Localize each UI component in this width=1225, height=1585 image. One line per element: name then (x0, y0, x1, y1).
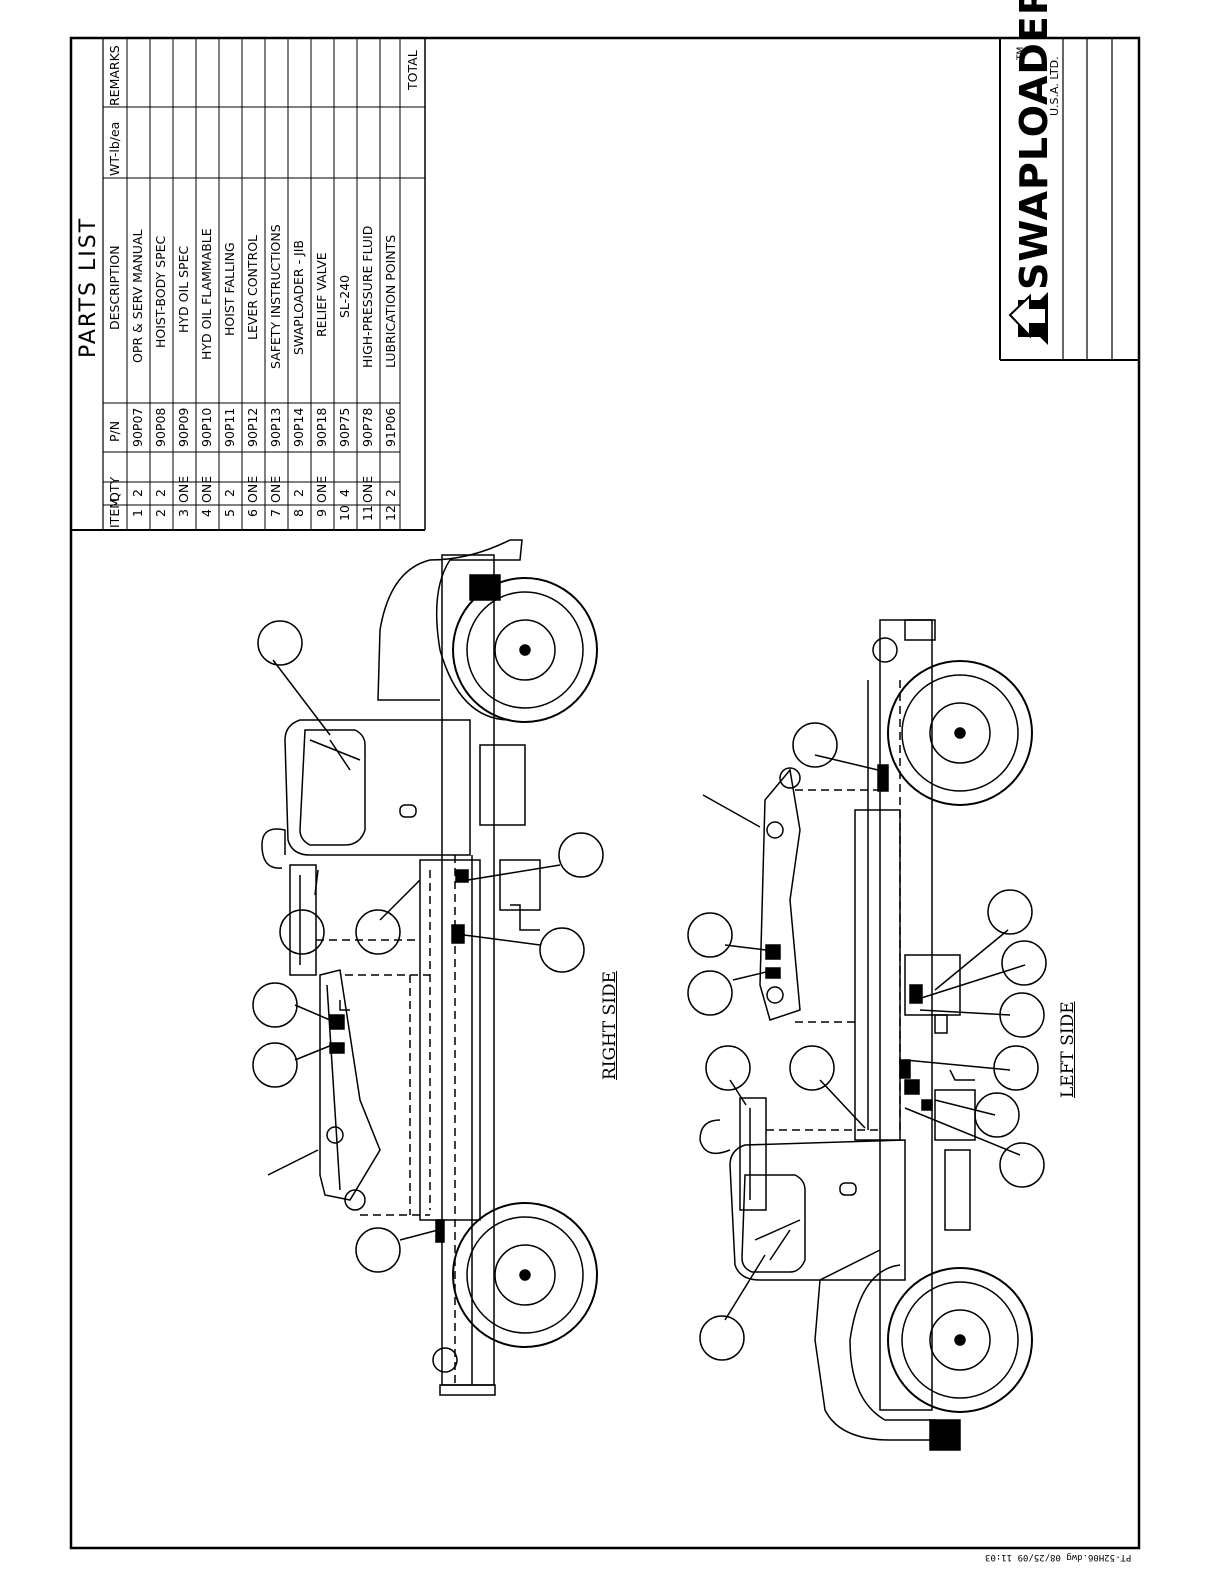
header-weight: WT-lb/ea (107, 121, 122, 176)
row-pn: 90P75 (337, 407, 352, 447)
row-description: SWAPLOADER - JIB (291, 239, 306, 355)
row-qty: 2 (153, 489, 168, 497)
row-item: 1 (130, 509, 145, 517)
row-pn: 90P14 (291, 407, 306, 447)
row-description: HYD OIL FLAMMABLE (199, 228, 214, 360)
row-qty: 4 (337, 489, 352, 497)
file-label: PT-52H06.dwg 08/25/09 11:03 (985, 1552, 1132, 1562)
row-item: 4 (199, 509, 214, 517)
row-pn: 90P11 (222, 407, 237, 447)
row-qty: ONE (314, 475, 329, 503)
swaploader-logo-mark-icon (1008, 292, 1048, 345)
header-description: DESCRIPTION (107, 245, 122, 330)
row-description: HOIST FALLING (222, 242, 237, 336)
header-item: ITEM (107, 497, 122, 528)
row-item: 5 (222, 509, 237, 517)
row-qty: ONE (360, 475, 375, 503)
row-qty: 2 (383, 489, 398, 497)
swaploader-logo: SWAPLOADER (1012, 0, 1056, 290)
row-description: RELIEF VALVE (314, 252, 329, 337)
row-item: 8 (291, 509, 306, 517)
logo-trademark: TM (1016, 46, 1026, 60)
row-description: HIGH-PRESSURE FLUID (360, 225, 375, 368)
row-description: SAFETY INSTRUCTIONS (268, 224, 283, 369)
row-description: SL-240 (337, 274, 352, 318)
row-qty: ONE (245, 475, 260, 503)
row-item: 9 (314, 509, 329, 517)
row-qty: ONE (199, 475, 214, 503)
row-pn: 90P78 (360, 407, 375, 447)
row-item: 10 (337, 505, 352, 521)
row-qty: 2 (130, 489, 145, 497)
row-pn: 90P09 (176, 407, 191, 447)
row-item: 12 (383, 505, 398, 521)
header-pn: P/N (107, 420, 122, 442)
left-side-view-title: LEFT SIDE (1058, 1001, 1078, 1098)
row-description: HOIST-BODY SPEC (153, 235, 168, 348)
row-description: OPR & SERV MANUAL (130, 229, 145, 363)
row-qty: ONE (176, 475, 191, 503)
row-item: 6 (245, 509, 260, 517)
right-side-view-title: RIGHT SIDE (600, 970, 620, 1080)
row-item: 7 (268, 509, 283, 517)
row-item: 11 (360, 505, 375, 521)
row-pn: 90P10 (199, 407, 214, 447)
total-label: TOTAL (405, 50, 420, 90)
sheet-border (69, 36, 1141, 1550)
row-qty: ONE (268, 475, 283, 503)
parts-list-grid (71, 38, 426, 531)
row-description: HYD OIL SPEC (176, 245, 191, 333)
row-description: LEVER CONTROL (245, 234, 260, 340)
row-pn: 90P08 (153, 407, 168, 447)
parts-list-title: PARTS LIST (76, 216, 101, 358)
row-pn: 90P07 (130, 407, 145, 447)
right-side-truck-drawing (252, 539, 604, 1396)
left-side-truck-drawing (687, 619, 1047, 1451)
header-qty: QTY (107, 476, 122, 502)
row-pn: 90P12 (245, 407, 260, 447)
logo-subtitle: U.S.A. LTD. (1048, 56, 1061, 116)
title-block-frame (999, 38, 1139, 361)
row-description: LUBRICATION POINTS (383, 234, 398, 368)
header-remarks: REMARKS (107, 45, 122, 106)
row-pn: 91P06 (383, 407, 398, 447)
row-pn: 90P13 (268, 407, 283, 447)
row-qty: 2 (222, 489, 237, 497)
row-pn: 90P18 (314, 407, 329, 447)
row-qty: 2 (291, 489, 306, 497)
row-item: 3 (176, 509, 191, 517)
row-item: 2 (153, 509, 168, 517)
